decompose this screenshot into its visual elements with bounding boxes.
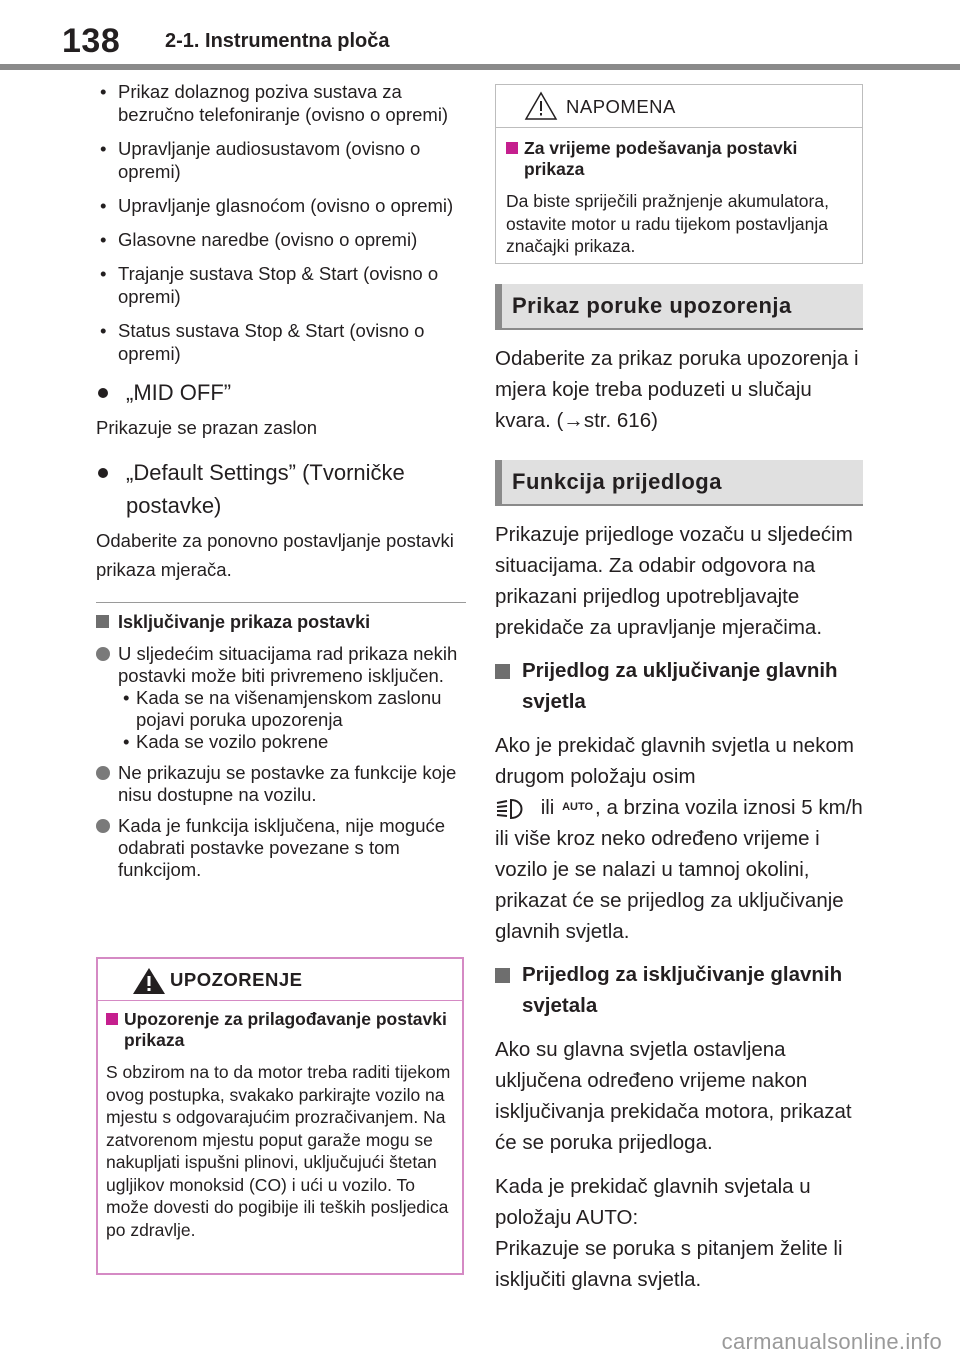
mid-off-label: „MID OFF” — [126, 380, 232, 405]
headlight-off-text: Ako su glavna svjetla ostavljena uključe… — [495, 1038, 852, 1154]
headlight-icon — [496, 798, 523, 819]
square-bullet-icon — [106, 1013, 118, 1025]
warning-header: UPOZORENJE — [98, 959, 462, 1001]
header-rule — [0, 64, 960, 70]
caution-triangle-icon — [524, 91, 558, 120]
suggestion-function-heading: Funkcija prijedloga — [495, 460, 863, 506]
note-item-text: Ne prikazuju se postavke za funkcije koj… — [118, 762, 457, 805]
list-item: Prikaz dolaznog poziva sustava za bezruč… — [96, 80, 466, 126]
paragraph-text: Odaberite za prikaz poruka upozorenja i … — [495, 347, 859, 432]
warning-text: S obzirom na to da motor treba raditi ti… — [106, 1062, 451, 1240]
circle-bullet-icon — [96, 647, 110, 661]
list-item: Status sustava Stop & Start (ovisno o op… — [96, 319, 466, 365]
suggestion-function-title: Funkcija prijedloga — [512, 469, 722, 494]
circle-bullet-icon — [96, 819, 110, 833]
headlight-on-text: Ako je prekidač glavnih svjetla u nekom … — [495, 730, 863, 947]
warning-triangle-icon — [133, 968, 165, 994]
note-item-text: U sljedećim situacijama rad prikaza neki… — [118, 643, 458, 686]
paragraph-text: ili — [540, 796, 555, 819]
note-heading-label: Za vrijeme podešavanja postavki prikaza — [524, 138, 798, 179]
note-body: Za vrijeme podešavanja postavki prikaza … — [496, 128, 862, 258]
default-settings-label: „Default Settings” (Tvorničke postavke) — [126, 460, 405, 518]
note-box: NAPOMENA Za vrijeme podešavanja postavki… — [495, 84, 863, 264]
heading-marker — [495, 460, 502, 504]
page-reference: str. 616) — [583, 409, 658, 432]
section-title: 2-1. Instrumentna ploča — [165, 30, 390, 52]
warning-title: UPOZORENJE — [170, 969, 303, 990]
warning-heading-label: Upozorenje za prilagođavanje postavki pr… — [124, 1009, 447, 1050]
list-item: Trajanje sustava Stop & Start (ovisno o … — [96, 262, 466, 308]
heading-marker — [495, 284, 502, 328]
feature-list: Prikaz dolaznog poziva sustava za bezruč… — [96, 80, 466, 365]
headlight-on-label: Prijedlog za uključivanje glavnih svjetl… — [522, 659, 838, 713]
note-title: NAPOMENA — [566, 96, 676, 117]
mid-off-text: Prikazuje se prazan zaslon — [96, 417, 318, 438]
sub-item: Kada se vozilo pokrene — [118, 731, 466, 753]
note-item-text: Kada je funkcija isključena, nije moguće… — [118, 815, 446, 880]
page-header: 138 2-1. Instrumentna ploča — [0, 0, 960, 72]
warning-message-heading: Prikaz poruke upozorenja — [495, 284, 863, 330]
square-bullet-icon — [506, 142, 518, 154]
square-bullet-icon — [495, 968, 510, 983]
warning-body: Upozorenje za prilagođavanje postavki pr… — [98, 1001, 462, 1241]
sub-item: Kada se na višenamjenskom zaslonu pojavi… — [118, 687, 466, 731]
settings-off-section: Isključivanje prikaza postavki U sljedeć… — [96, 602, 466, 881]
settings-off-heading: Isključivanje prikaza postavki — [96, 611, 466, 633]
left-column: Prikaz dolaznog poziva sustava za bezruč… — [96, 80, 466, 890]
page-number: 138 — [62, 22, 121, 60]
square-bullet-icon — [96, 615, 109, 628]
note-heading: Za vrijeme podešavanja postavki prikaza — [506, 138, 852, 180]
arrow-icon: → — [563, 409, 584, 432]
bullet-dot-icon — [98, 468, 108, 478]
note-text: Da biste spriječili pražnjenje akumulato… — [506, 191, 829, 256]
list-item: Glasovne naredbe (ovisno o opremi) — [96, 228, 466, 251]
default-settings-text: Odaberite za ponovno postavljanje postav… — [96, 530, 454, 580]
mid-off-heading: „MID OFF” — [96, 376, 466, 409]
warning-message-text: Odaberite za prikaz poruka upozorenja i … — [495, 343, 863, 436]
warning-message-title: Prikaz poruke upozorenja — [512, 293, 792, 318]
note-item: Kada je funkcija isključena, nije moguće… — [96, 815, 466, 881]
note-item: Ne prikazuju se postavke za funkcije koj… — [96, 762, 466, 806]
list-item: Upravljanje audiosustavom (ovisno o opre… — [96, 137, 466, 183]
suggestion-function-text: Prikazuje prijedloge vozaču u sljedećim … — [495, 523, 853, 639]
paragraph-text: Prikazuje se poruka s pitanjem želite li… — [495, 1237, 843, 1291]
auto-icon: AUTO — [562, 801, 594, 813]
default-settings-heading: „Default Settings” (Tvorničke postavke) — [96, 456, 466, 522]
note-item: U sljedećim situacijama rad prikaza neki… — [96, 643, 466, 753]
right-column: NAPOMENA Za vrijeme podešavanja postavki… — [495, 84, 863, 1295]
list-item: Upravljanje glasnoćom (ovisno o opremi) — [96, 194, 466, 217]
note-header: NAPOMENA — [496, 85, 862, 128]
circle-bullet-icon — [96, 766, 110, 780]
settings-off-label: Isključivanje prikaza postavki — [118, 612, 371, 632]
paragraph-text: , a brzina vozila iznosi 5 km/h ili više… — [495, 796, 863, 943]
auto-position-text: Kada je prekidač glavnih svjetala u polo… — [495, 1171, 863, 1295]
headlight-on-heading: Prijedlog za uključivanje glavnih svjetl… — [495, 655, 863, 717]
headlight-off-label: Prijedlog za isključivanje glavnih svjet… — [522, 963, 843, 1017]
watermark: carmanualsonline.info — [721, 1329, 942, 1354]
paragraph-text: Kada je prekidač glavnih svjetala u polo… — [495, 1175, 811, 1229]
warning-heading: Upozorenje za prilagođavanje postavki pr… — [106, 1009, 454, 1051]
square-bullet-icon — [495, 664, 510, 679]
paragraph-text: Ako je prekidač glavnih svjetla u nekom … — [495, 734, 854, 788]
warning-box: UPOZORENJE Upozorenje za prilagođavanje … — [96, 957, 464, 1275]
bullet-dot-icon — [98, 388, 108, 398]
headlight-off-heading: Prijedlog za isključivanje glavnih svjet… — [495, 959, 863, 1021]
